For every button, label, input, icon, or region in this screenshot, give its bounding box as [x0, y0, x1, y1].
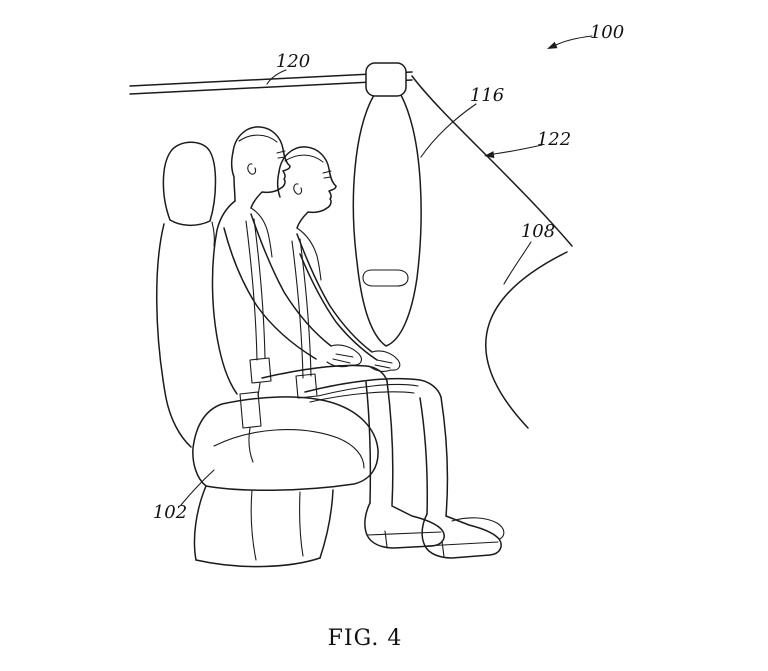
occupant-front-shoe: [364, 502, 445, 549]
roof-rail-line-lower: [129, 79, 413, 95]
occupant-rear-shoe: [421, 513, 502, 559]
leader-line-108: [503, 241, 532, 285]
occupant-rear-thigh: [304, 377, 442, 398]
occupant-rear-hairline: [284, 154, 324, 163]
ref-label-108: 108: [521, 221, 555, 242]
seat-base-bottom: [195, 557, 321, 568]
airbag-vent-slot: [362, 269, 409, 287]
leader-line-116: [420, 103, 477, 158]
instrument-panel-line: [485, 251, 568, 429]
occupant-front-trouser-crease: [281, 364, 363, 375]
vehicle-structure: [129, 71, 573, 429]
occupant-rear-head: [278, 146, 337, 229]
occupant-front-shin-front: [386, 380, 394, 506]
occupant-rear-chest: [296, 227, 322, 281]
occupant-front-hairline: [238, 134, 278, 143]
seatbelt-front-anchor: [239, 391, 262, 463]
ref-label-122: 122: [537, 129, 571, 150]
occupant-rear-eye: [322, 170, 332, 179]
seat-base-right: [319, 489, 334, 559]
figure-caption: FIG. 4: [328, 626, 403, 651]
occupant-rear-trouser-creases: [309, 383, 419, 403]
airbag-assembly: [352, 62, 422, 347]
airbag: [352, 92, 422, 347]
occupant-rear-shoe-detail: [424, 540, 499, 558]
ref-label-120: 120: [276, 51, 310, 72]
seatbelt-rear-buckle: [295, 373, 318, 399]
seat-cushion-seam: [213, 429, 365, 469]
occupant-front-head-back: [230, 151, 236, 202]
occupant-rear-hand: [368, 350, 401, 372]
seat-headrest: [162, 141, 217, 227]
occupant-rear-ear: [293, 183, 303, 195]
seatbelt-rear: [291, 238, 312, 379]
leader-line-100: [555, 35, 593, 46]
occupant-front-ear: [247, 163, 257, 175]
seatbelt-front: [245, 218, 266, 361]
occupant-front-torso-back: [211, 200, 238, 395]
occupant-rear: [276, 146, 505, 559]
occupant-rear-arm-lower: [299, 253, 378, 361]
airbag-mount: [365, 62, 407, 97]
vehicle-seat: [156, 141, 379, 568]
seat-base-left: [193, 485, 207, 561]
occupant-rear-shoe-far: [451, 517, 505, 540]
seat-back-edge: [156, 223, 192, 448]
occupant-front-thigh: [261, 364, 388, 382]
occupant-front-arm-upper: [250, 213, 332, 347]
leader-line-120: [266, 69, 287, 85]
occupant-front-shin-back: [365, 381, 372, 504]
seat-base-seams: [250, 489, 304, 561]
occupant-rear-shin-front: [440, 396, 449, 517]
ref-label-100: 100: [590, 22, 624, 43]
occupant-front-head: [232, 126, 291, 209]
arrowhead-122: [484, 151, 495, 159]
leader-line-102: [180, 469, 215, 506]
leader-line-122: [493, 144, 543, 155]
ref-label-102: 102: [153, 502, 187, 523]
occupant-rear-arm-upper: [296, 233, 373, 353]
occupant-front-arm-lower: [223, 227, 317, 360]
occupant-rear-shin-back: [419, 397, 428, 515]
arrowhead-100: [547, 41, 558, 49]
seat-cushion: [192, 396, 379, 492]
windshield-pillar-line: [411, 75, 573, 247]
seat-back-right-edge: [211, 221, 215, 247]
occupant-rear-head-back: [276, 171, 281, 198]
occupant-front: [211, 126, 445, 549]
occupant-front-chest: [250, 207, 273, 258]
annotations: 100 120 116 122 108 102 FIG. 4: [153, 22, 624, 651]
ref-label-116: 116: [470, 85, 504, 106]
occupant-front-hand: [326, 344, 362, 368]
occupant-front-shoe-detail: [366, 530, 442, 548]
